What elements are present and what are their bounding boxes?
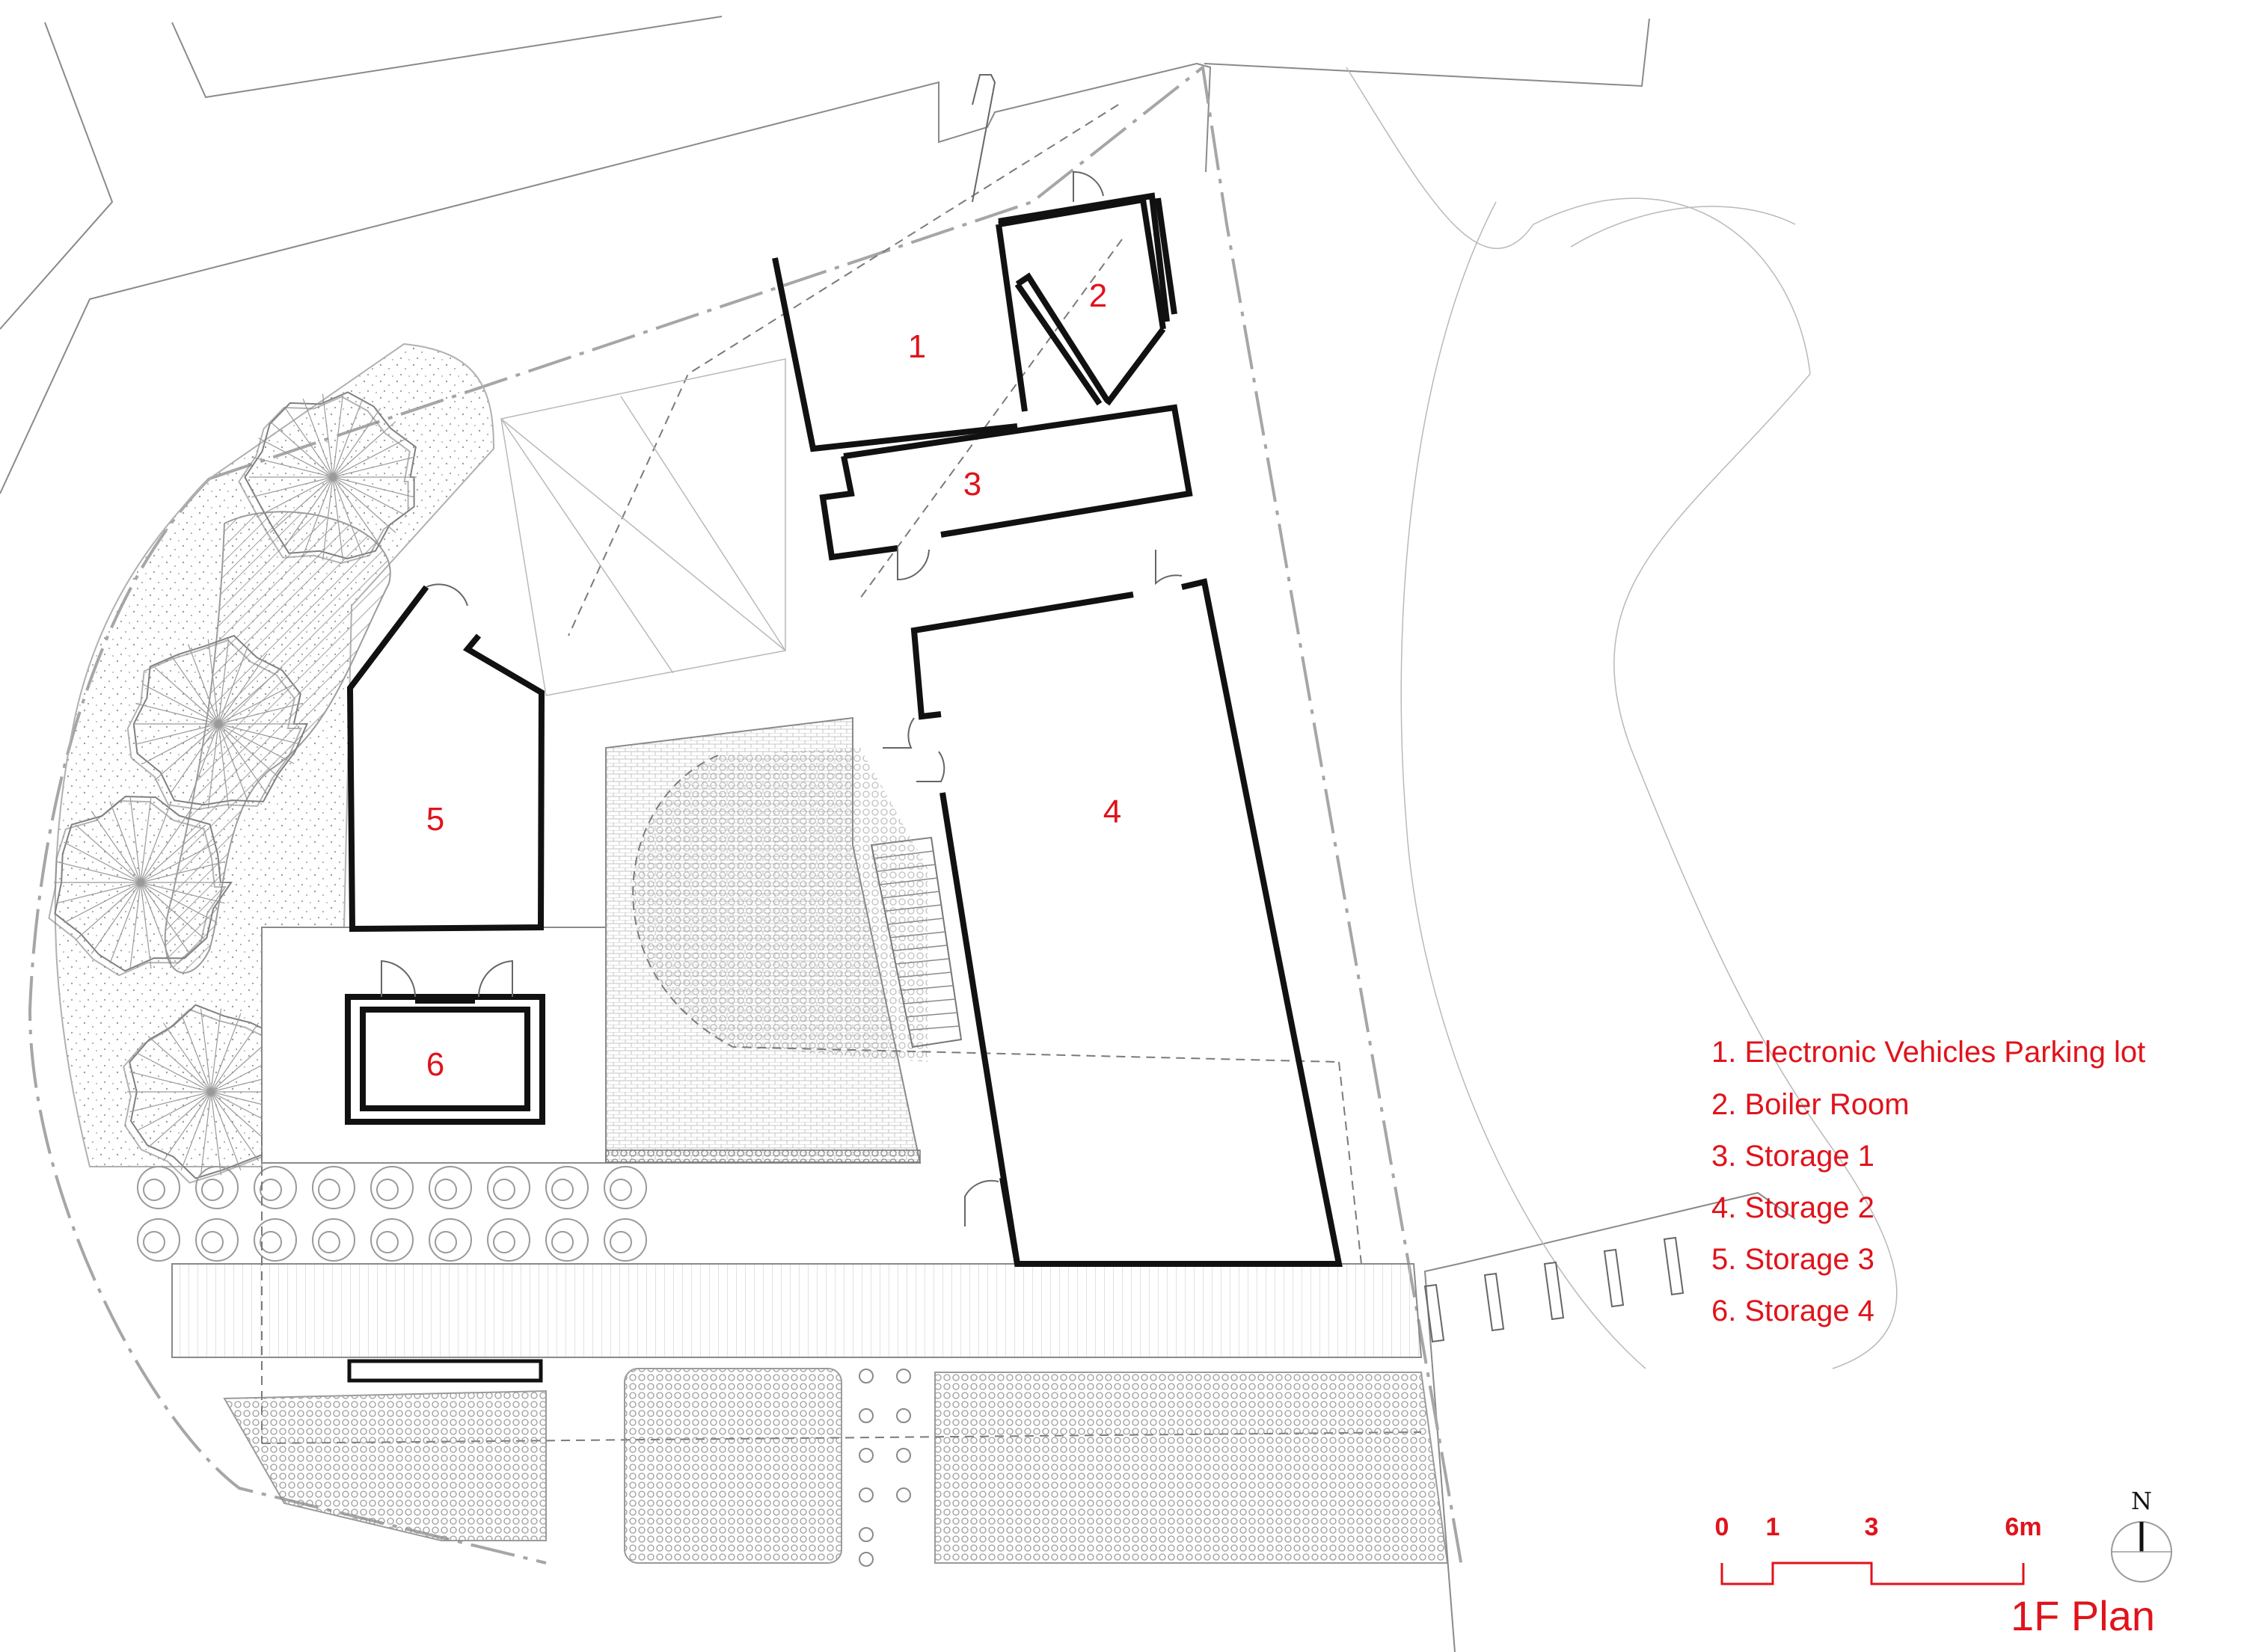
plan-title: 1F Plan xyxy=(2011,1592,2155,1639)
shrub-icon xyxy=(195,1166,239,1209)
tree-icon xyxy=(123,1004,297,1184)
trees xyxy=(48,391,417,1184)
stepping-stone xyxy=(859,1448,874,1463)
paving xyxy=(171,716,1423,1444)
parking-stripe xyxy=(1603,1248,1625,1308)
shrub-icon xyxy=(487,1218,530,1262)
parking-stripes xyxy=(1423,1236,1684,1343)
shrub-icon xyxy=(429,1166,472,1209)
shrub-icon xyxy=(254,1166,297,1209)
legend-item-3: 3. Storage 1 xyxy=(1711,1140,1874,1173)
shrub-icon xyxy=(370,1218,414,1262)
stepping-stone xyxy=(859,1408,874,1423)
room-label-6: 6 xyxy=(426,1046,444,1083)
shrub-icon xyxy=(604,1218,647,1262)
room-label-4: 4 xyxy=(1103,793,1121,830)
stepping-stone xyxy=(859,1552,874,1567)
building-walls xyxy=(345,192,1343,1267)
parking-stripe xyxy=(1423,1283,1445,1343)
stepping-stone xyxy=(896,1408,911,1423)
north-arrow-icon: N xyxy=(2111,1487,2172,1582)
shrub-icon xyxy=(137,1218,180,1262)
scale-label-0: 0 xyxy=(1715,1513,1729,1541)
room-labels: 1 2 3 4 5 6 xyxy=(426,277,1121,1083)
room-label-2: 2 xyxy=(1089,277,1107,314)
legend-item-6: 6. Storage 4 xyxy=(1711,1295,1874,1327)
legend-item-4: 4. Storage 2 xyxy=(1711,1191,1874,1224)
shrub-icon xyxy=(545,1218,589,1262)
room-label-1: 1 xyxy=(908,328,926,365)
shrub-icon xyxy=(370,1166,414,1209)
shrub-icon xyxy=(312,1218,355,1262)
parking-bay xyxy=(500,358,786,696)
legend-item-5: 5. Storage 3 xyxy=(1711,1243,1874,1276)
tree-icon xyxy=(48,795,233,977)
room-label-5: 5 xyxy=(426,801,444,838)
scale-label-6: 6m xyxy=(2005,1513,2041,1541)
legend-item-2: 2. Boiler Room xyxy=(1711,1088,1910,1121)
shrub-icon xyxy=(195,1218,239,1262)
stepping-stone xyxy=(859,1527,874,1542)
tree-icon xyxy=(238,391,417,565)
shrub-icon xyxy=(604,1166,647,1209)
stair xyxy=(870,836,963,1048)
room-label-3: 3 xyxy=(963,466,981,503)
stepping-stone xyxy=(896,1487,911,1502)
stepping-stone xyxy=(859,1369,874,1384)
shrub-icon xyxy=(545,1166,589,1209)
doors xyxy=(381,74,1183,1226)
parking-stripe xyxy=(1543,1261,1565,1321)
shrub-icon xyxy=(487,1166,530,1209)
shrub-icon xyxy=(254,1218,297,1262)
scale-label-3: 3 xyxy=(1865,1513,1879,1541)
parking-stripe xyxy=(1663,1236,1684,1296)
gravel-pads xyxy=(223,1359,1449,1567)
stepping-stone xyxy=(859,1487,874,1502)
planting-bed xyxy=(54,343,495,1167)
legend: 1. Electronic Vehicles Parking lot 2. Bo… xyxy=(1711,1036,2145,1327)
shrubs xyxy=(137,1166,647,1262)
stepping-stone xyxy=(896,1448,911,1463)
shrub-icon xyxy=(312,1166,355,1209)
parking-stripe xyxy=(1483,1272,1505,1332)
legend-item-1: 1. Electronic Vehicles Parking lot xyxy=(1711,1036,2145,1069)
north-label: N xyxy=(2131,1487,2152,1515)
scale-label-1: 1 xyxy=(1766,1513,1780,1541)
stepping-stone xyxy=(896,1369,911,1384)
tree-icon xyxy=(126,634,309,811)
shrub-icon xyxy=(137,1166,180,1209)
scale-bar: 0 1 3 6m xyxy=(1715,1513,2042,1585)
shrub-icon xyxy=(429,1218,472,1262)
